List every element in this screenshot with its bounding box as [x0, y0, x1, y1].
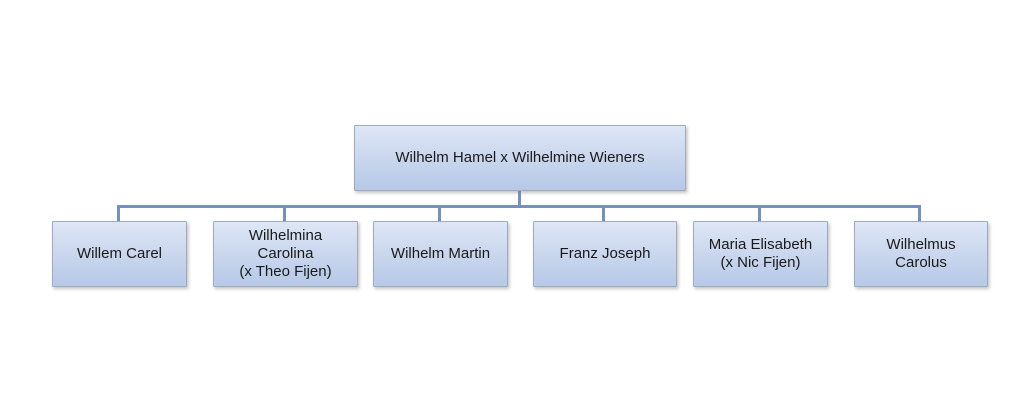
tree-node-label: Wilhelm Martin	[390, 244, 491, 262]
tree-node-label: Franz Joseph	[559, 244, 651, 262]
tree-node-child-1: Willem Carel	[52, 221, 187, 287]
tree-node-child-2: Wilhelmina Carolina (x Theo Fijen)	[213, 221, 358, 287]
tree-node-label: Wilhelmus Carolus	[886, 235, 956, 271]
tree-node-label: Wilhelmina Carolina (x Theo Fijen)	[239, 226, 332, 281]
tree-node-label: Wilhelm Hamel x Wilhelmine Wieners	[395, 148, 645, 166]
tree-node-label: Willem Carel	[76, 244, 162, 262]
tree-node-child-4: Franz Joseph	[533, 221, 677, 287]
connector-child-stub	[283, 205, 286, 222]
connector-child-stub	[758, 205, 761, 222]
connector-child-stub	[117, 205, 120, 222]
tree-node-child-6: Wilhelmus Carolus	[854, 221, 988, 287]
connector-root-stub	[518, 191, 521, 206]
connector-child-stub	[602, 205, 605, 222]
tree-node-child-3: Wilhelm Martin	[373, 221, 508, 287]
tree-node-root-couple: Wilhelm Hamel x Wilhelmine Wieners	[354, 125, 686, 191]
tree-node-child-5: Maria Elisabeth (x Nic Fijen)	[693, 221, 828, 287]
connector-child-stub	[918, 205, 921, 222]
connector-bus-line	[117, 205, 921, 208]
tree-node-label: Maria Elisabeth (x Nic Fijen)	[708, 235, 813, 271]
connector-child-stub	[438, 205, 441, 222]
